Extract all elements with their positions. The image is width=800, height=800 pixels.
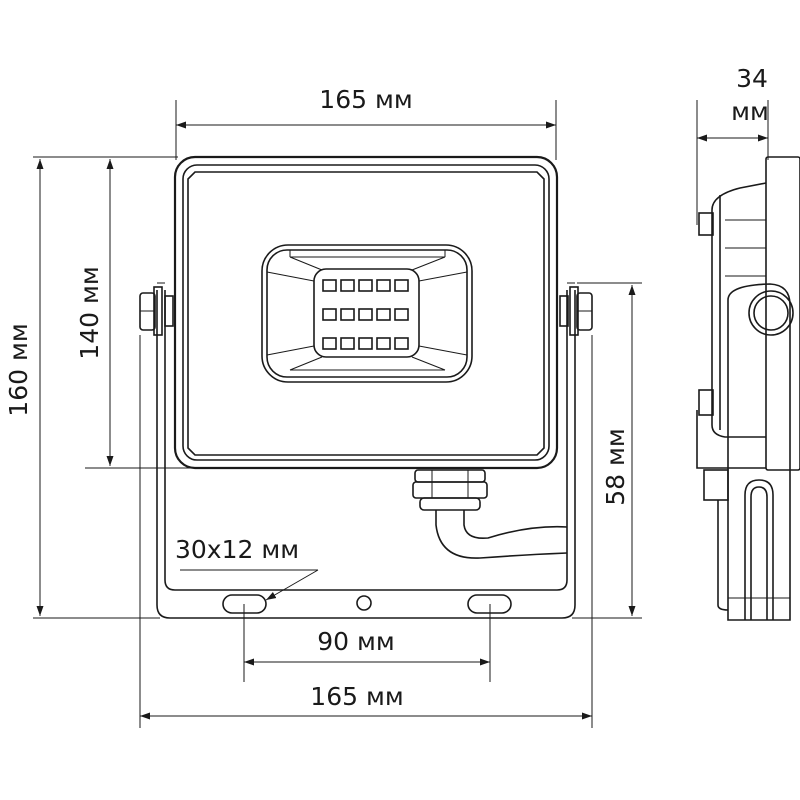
led-chip [358, 337, 373, 350]
led-chip [376, 279, 391, 292]
led-chip [322, 308, 337, 321]
led-chip [322, 337, 337, 350]
led-chip [394, 308, 409, 321]
led-chip [340, 279, 355, 292]
mounting-hole [356, 595, 372, 611]
dim-bracket-width: 165 мм [310, 682, 403, 711]
dim-bracket-height: 58 мм [601, 428, 630, 505]
dim-slot-spacing: 90 мм [317, 627, 394, 656]
housing [173, 155, 559, 470]
dim-top-width: 165 мм [319, 85, 412, 114]
led-chip [322, 279, 337, 292]
dim-housing-height: 140 мм [75, 266, 104, 359]
cable-gland [412, 469, 488, 511]
led-chip [340, 308, 355, 321]
led-chip [394, 279, 409, 292]
mounting-bracket [156, 290, 576, 619]
pivot-bolt [748, 290, 794, 336]
dim-slot-size: 30x12 мм [175, 535, 299, 564]
dim-depth-value: 34 [736, 64, 768, 93]
left-bolt [139, 286, 174, 336]
led-chip [394, 337, 409, 350]
led-chip [358, 308, 373, 321]
right-bolt [559, 286, 593, 336]
side-view [696, 156, 800, 621]
dim-depth-unit: мм [731, 97, 769, 126]
led-chip [358, 279, 373, 292]
led-chip [376, 308, 391, 321]
dimension-labels: 165 мм 160 мм 140 мм 58 мм 30x12 мм 90 м… [4, 64, 769, 711]
dim-total-height: 160 мм [4, 323, 33, 416]
led-chip [376, 337, 391, 350]
power-cable [435, 510, 568, 559]
led-chip [340, 337, 355, 350]
led-module [261, 244, 473, 383]
dimension-lines [33, 100, 769, 728]
front-view [139, 155, 593, 619]
led-array [322, 279, 409, 350]
